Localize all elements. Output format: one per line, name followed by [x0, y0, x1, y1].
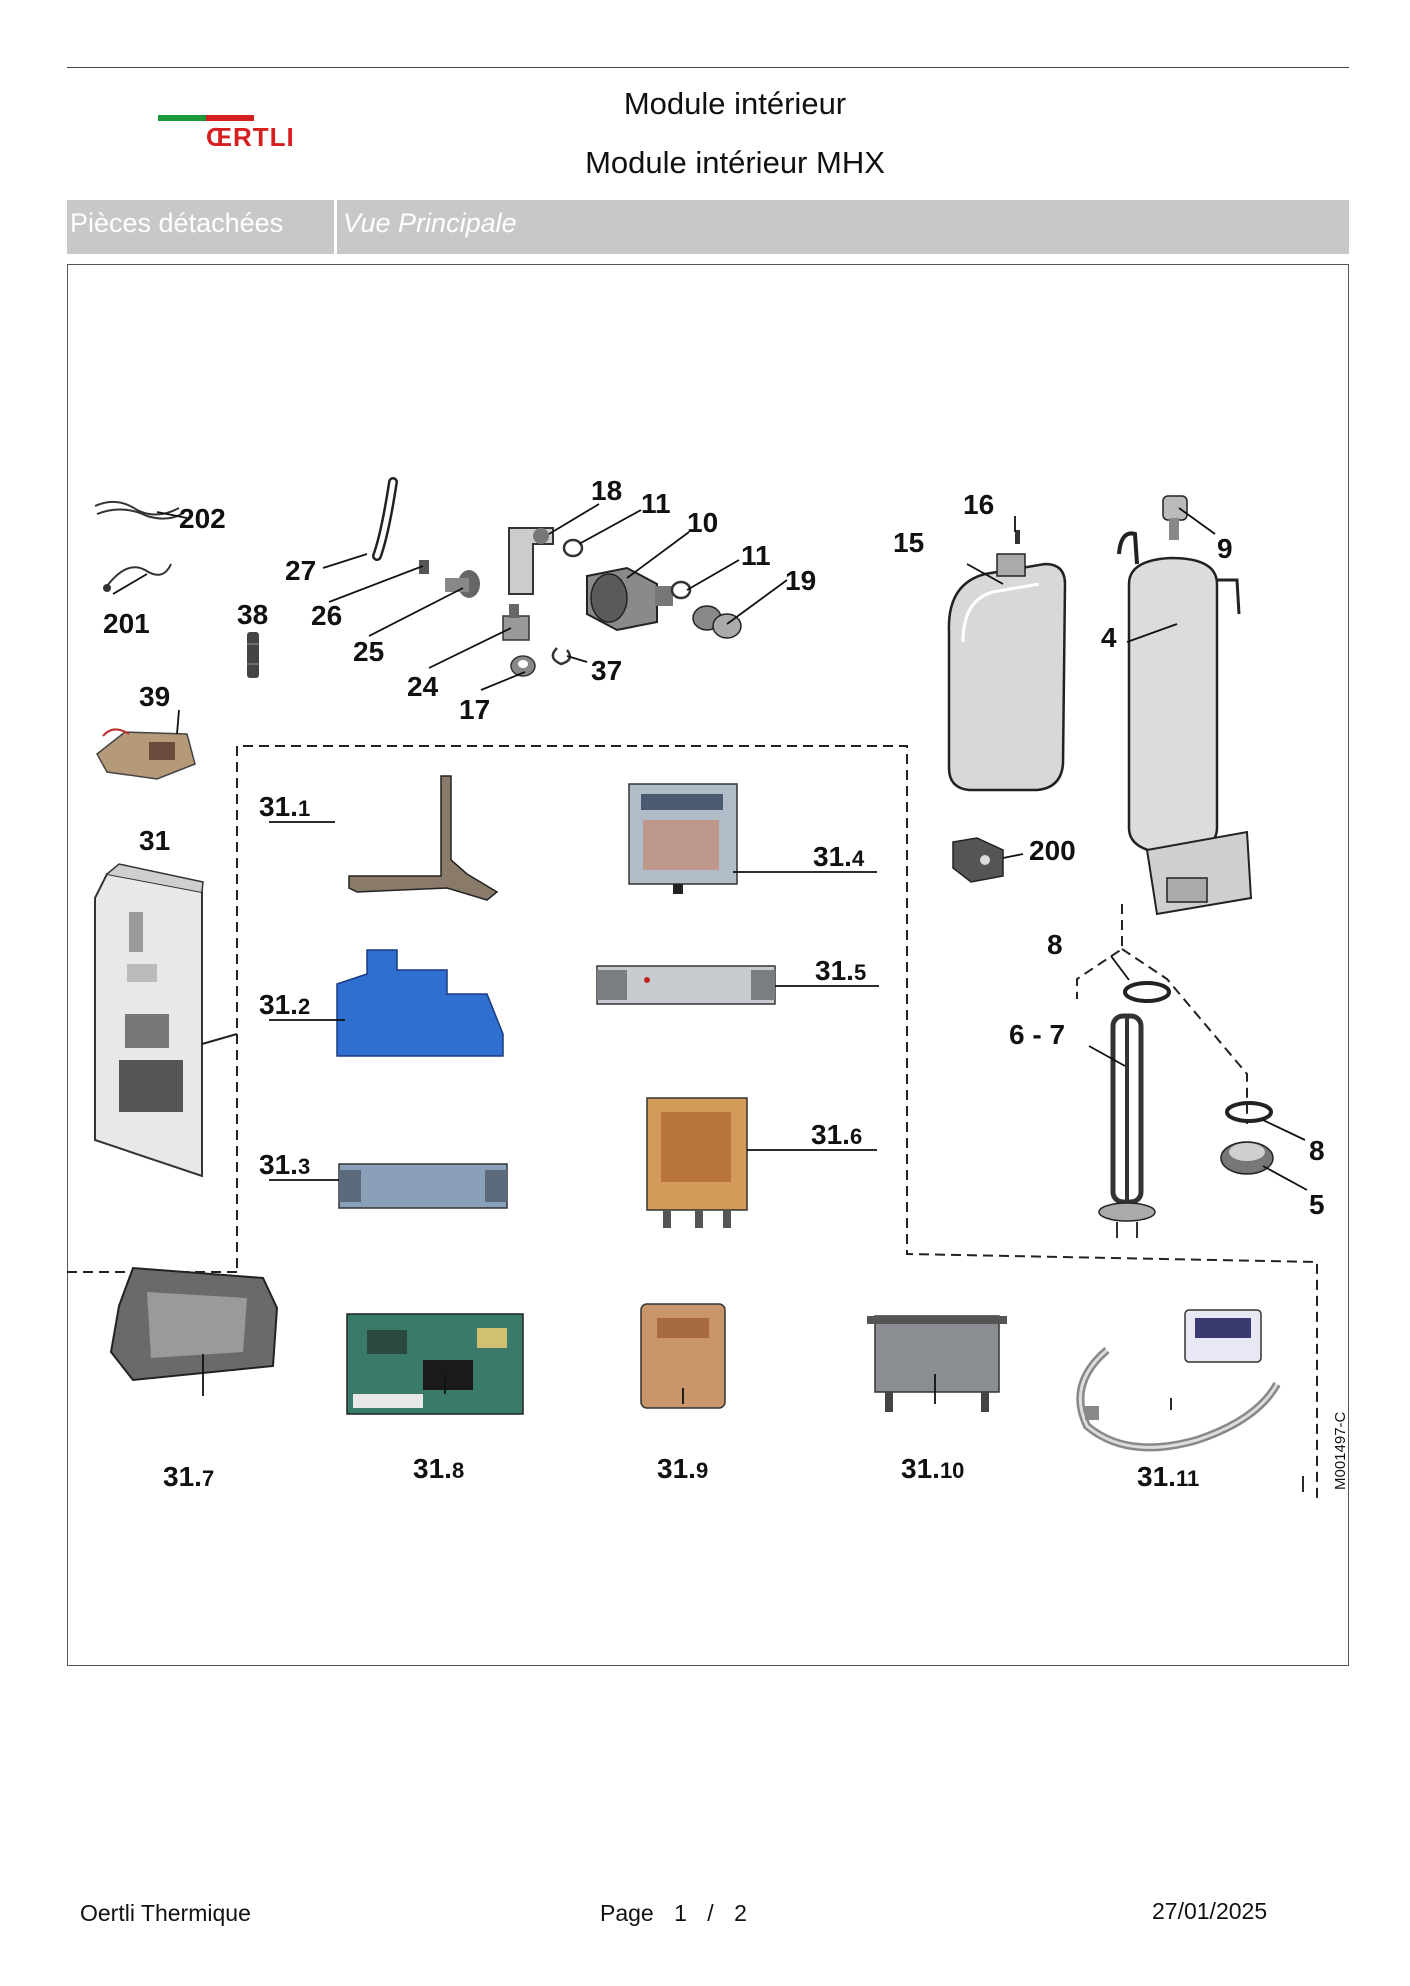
section-view: Vue Principale: [343, 208, 517, 238]
callout-11-upper: 11: [641, 488, 671, 519]
callout-16: 16: [963, 489, 994, 520]
relay-31-6: [646, 1097, 748, 1228]
callout-24: 24: [407, 671, 439, 702]
callout-10: 10: [687, 507, 718, 538]
control-box-31: [94, 863, 238, 1178]
callout-31-6: 31.6: [811, 1119, 862, 1150]
callout-31-2: 31.2: [259, 989, 310, 1020]
callout-31: 31: [139, 825, 170, 856]
section-separator: [334, 200, 337, 254]
callout-39: 39: [139, 681, 170, 712]
circulator-pump-10: [586, 566, 673, 632]
air-vent-9: [1162, 495, 1188, 540]
exploded-parts-diagram: 202 201 39 31 38 27 26 25 24 17 18 11 10…: [67, 475, 1349, 1500]
top-rule: [67, 67, 1349, 68]
callout-9: 9: [1217, 533, 1233, 564]
section-header-bar: Pièces détachées Vue Principale: [67, 200, 1349, 254]
gasket-8b: [1225, 1101, 1273, 1123]
sub-callout-labels: 31.1 31.2 31.3 31.4 31.5 31.6 31.7 31.8 …: [163, 791, 1199, 1492]
section-label: Pièces détachées: [70, 208, 284, 238]
oertli-logo: ŒRTLI: [158, 112, 308, 152]
footer-company: Oertli Thermique: [80, 1900, 251, 1926]
page-subtitle: Module intérieur MHX: [585, 145, 885, 180]
callout-17: 17: [459, 694, 490, 725]
callout-8-lower: 8: [1309, 1135, 1325, 1166]
callout-31-10: 31.10: [901, 1453, 964, 1484]
callout-31-9: 31.9: [657, 1453, 708, 1484]
callout-200: 200: [1029, 835, 1076, 866]
relay-socket-31-2: [336, 949, 504, 1057]
callout-15: 15: [893, 527, 924, 558]
leader-lines: [112, 503, 1308, 1492]
hose-27: [372, 477, 398, 561]
callout-8-upper: 8: [1047, 929, 1063, 960]
callout-25: 25: [353, 636, 384, 667]
bracket-31-1: [348, 775, 499, 901]
callout-26: 26: [311, 600, 342, 631]
callout-19: 19: [785, 565, 816, 596]
callout-18: 18: [591, 475, 622, 506]
valve-16: [1015, 530, 1020, 544]
callout-38: 38: [237, 599, 268, 630]
switch-200: [952, 837, 1004, 883]
page-separator: /: [707, 1900, 714, 1926]
page-current: 1: [674, 1900, 687, 1926]
page-title: Module intérieur: [623, 86, 847, 121]
logo-green-bar: [158, 115, 206, 121]
tank-4: [1117, 531, 1253, 916]
gasket-8a: [1123, 981, 1171, 1003]
drain-valve-24: [502, 604, 530, 641]
callout-202: 202: [179, 503, 226, 534]
page-label: Page: [600, 1900, 654, 1926]
logo-wordmark: ŒRTLI: [206, 122, 295, 152]
screw-26: [419, 560, 429, 574]
pcb-31-8: [346, 1313, 524, 1415]
elbow-18: [508, 527, 554, 595]
callout-4: 4: [1101, 622, 1117, 653]
callout-31-7: 31.7: [163, 1461, 214, 1492]
o-ring-11a: [562, 538, 584, 558]
expansion-vessel-15: [947, 553, 1067, 792]
clip-37: [551, 647, 572, 666]
callout-11-lower: 11: [741, 540, 771, 571]
footer-pagination: Page 1 / 2: [600, 1900, 761, 1927]
callout-31-11: 31.11: [1137, 1461, 1199, 1492]
cable-display-31-11: [1076, 1309, 1281, 1452]
cover-5: [1220, 1141, 1274, 1175]
callout-31-4: 31.4: [813, 841, 865, 872]
callout-31-5: 31.5: [815, 955, 866, 986]
union-19: [692, 605, 742, 639]
callout-6-7: 6 - 7: [1009, 1019, 1065, 1050]
o-ring-11b: [670, 580, 692, 600]
drawing-reference: M001497-C: [1332, 1411, 1349, 1490]
callout-5: 5: [1309, 1189, 1325, 1220]
callout-37: 37: [591, 655, 622, 686]
dc-converter-31-5: [596, 965, 776, 1005]
callout-labels: 202 201 39 31 38 27 26 25 24 17 18 11 10…: [103, 475, 1325, 1220]
callout-31-1: 31.1: [259, 791, 310, 822]
din-module-31-3: [338, 1163, 508, 1209]
page-total: 2: [734, 1900, 747, 1926]
relay-31-10: [867, 1315, 1007, 1412]
circuit-board-39: [96, 728, 196, 780]
nut-17: [510, 655, 536, 677]
relay-31-9: [640, 1303, 726, 1409]
callout-31-3: 31.3: [259, 1149, 310, 1180]
drawing-frame: [67, 264, 1349, 1666]
footer-date: 27/01/2025: [1152, 1898, 1268, 1924]
wire-harness-202: [94, 500, 183, 520]
fuse-38: [247, 632, 259, 678]
callout-201: 201: [103, 608, 150, 639]
heating-element-6-7: [1098, 1013, 1156, 1238]
callout-27: 27: [285, 555, 316, 586]
logo-red-bar: [206, 115, 254, 121]
relay-31-4: [628, 783, 738, 894]
housing-31-7: [109, 1266, 279, 1382]
callout-31-8: 31.8: [413, 1453, 464, 1484]
sensor-cable-201: [103, 563, 172, 592]
